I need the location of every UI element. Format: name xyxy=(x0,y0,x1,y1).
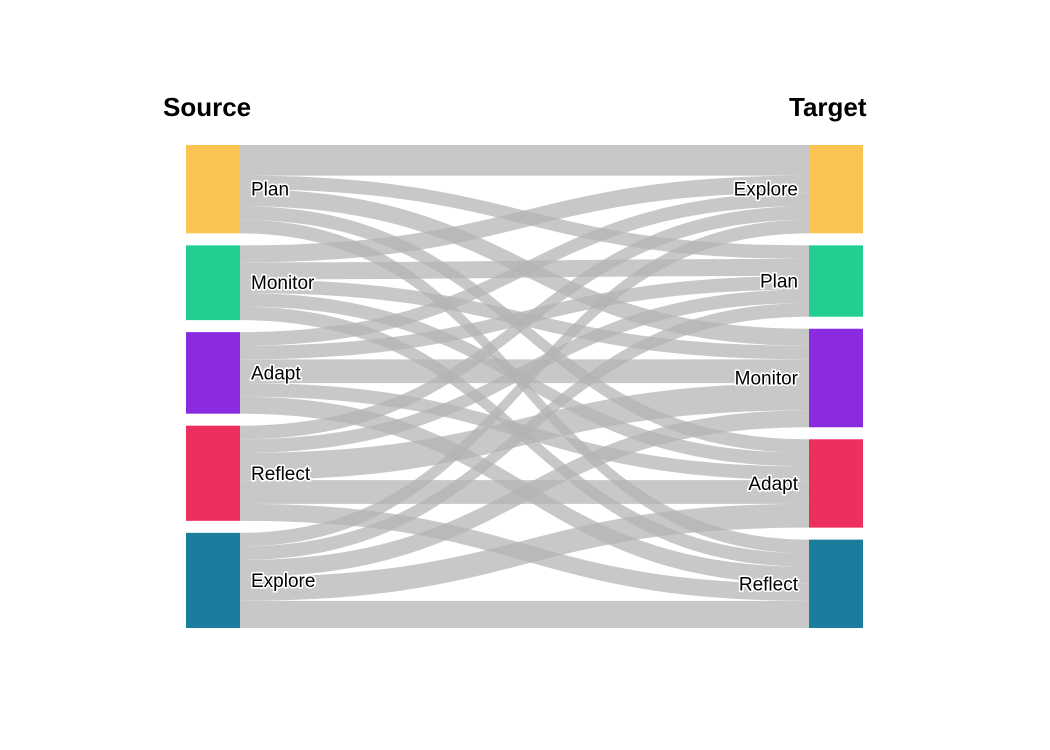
link-ribbon[interactable] xyxy=(240,192,809,346)
right-node-monitor[interactable] xyxy=(809,328,863,428)
left-node-label-reflect: Reflect xyxy=(251,464,311,485)
left-node-monitor[interactable] xyxy=(186,245,240,321)
left-node-label-adapt: Adapt xyxy=(251,363,301,384)
link-ribbon[interactable] xyxy=(240,206,809,440)
left-node-label-explore: Explore xyxy=(251,571,315,592)
right-node-plan[interactable] xyxy=(809,245,863,317)
right-node-label-reflect: Reflect xyxy=(739,574,799,595)
left-node-label-monitor: Monitor xyxy=(251,273,315,294)
link-ribbon[interactable] xyxy=(240,289,809,453)
right-node-adapt[interactable] xyxy=(809,439,863,528)
node-labels-group: PlanMonitorAdaptReflectExploreExplorePla… xyxy=(249,178,800,597)
right-node-label-monitor: Monitor xyxy=(735,369,799,390)
link-ribbons-group xyxy=(240,145,809,628)
left-node-adapt[interactable] xyxy=(186,332,240,414)
right-node-explore[interactable] xyxy=(809,145,863,234)
left-node-explore[interactable] xyxy=(186,532,240,628)
right-node-label-plan: Plan xyxy=(760,272,798,293)
right-node-label-adapt: Adapt xyxy=(748,474,798,495)
link-ribbon[interactable] xyxy=(240,303,809,561)
link-ribbon[interactable] xyxy=(240,175,809,263)
left-node-reflect[interactable] xyxy=(186,425,240,521)
left-node-label-plan: Plan xyxy=(251,180,289,201)
target-column-heading: Target xyxy=(789,92,867,122)
link-ribbon[interactable] xyxy=(240,145,809,176)
node-rects-group xyxy=(186,145,863,628)
left-node-plan[interactable] xyxy=(186,145,240,234)
link-ribbon[interactable] xyxy=(240,219,809,547)
link-ribbon[interactable] xyxy=(240,410,809,578)
link-ribbon[interactable] xyxy=(240,600,809,628)
link-ribbon[interactable] xyxy=(240,503,809,601)
right-node-reflect[interactable] xyxy=(809,539,863,628)
source-column-heading: Source xyxy=(163,92,252,122)
right-node-label-explore: Explore xyxy=(734,180,798,201)
